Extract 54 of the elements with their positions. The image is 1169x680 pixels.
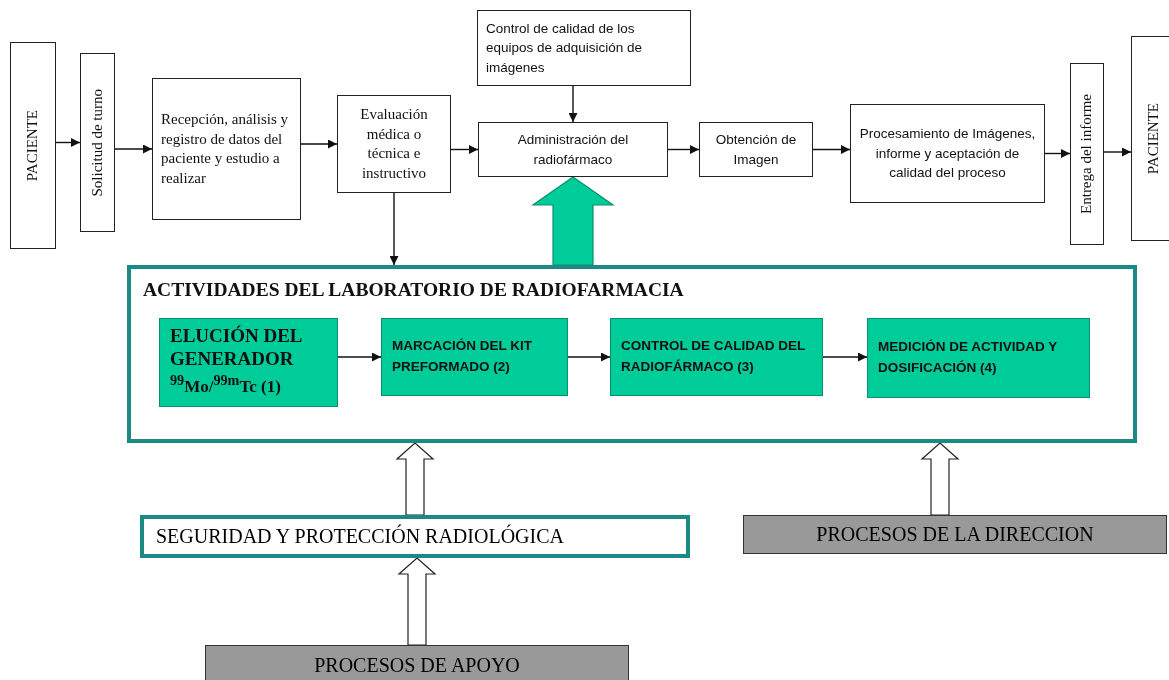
box-label: Entrega del informe [1077, 94, 1096, 214]
process-box [478, 122, 668, 177]
arrow [337, 352, 382, 362]
block-arrow [395, 442, 435, 516]
arrow [55, 138, 81, 147]
box-label: MEDICIÓN DE ACTIVIDAD Y DOSIFICACIÓN (4) [878, 338, 1059, 377]
process-box [850, 104, 1045, 203]
box-label: Administración del radiofármaco [516, 130, 630, 169]
arrow [812, 145, 851, 154]
box-label: Control de calidad de los equipos de adquisición de imágenes [486, 19, 644, 77]
block-arrow [397, 557, 437, 646]
arrow [568, 85, 578, 123]
arrow [389, 192, 399, 266]
box-label: Procesamiento de Imágenes, informe y aceptación de calidad del proceso [858, 125, 1037, 183]
arrow [567, 352, 611, 362]
patient-box [10, 42, 56, 249]
box-label: MARCACIÓN DEL KIT PREFORMADO (2) [392, 337, 533, 376]
box-label: Recepción, análisis y registro de datos del paciente y estudio a realizar [161, 110, 290, 188]
box-label: SEGURIDAD Y PROTECCIÓN RADIOLÓGICA [156, 525, 565, 548]
arrow [114, 144, 153, 154]
process-box [1070, 63, 1104, 245]
box-label: Evaluación médica o técnica e instructivo [359, 105, 429, 183]
process-box [80, 53, 115, 232]
box-label: CONTROL DE CALIDAD DEL RADIOFÁRMACO (3) [621, 337, 806, 376]
box-label: PROCESOS DE LA DIRECCION [815, 523, 1095, 546]
arrow [822, 352, 868, 362]
block-arrow [920, 442, 960, 516]
activity-box [159, 318, 338, 407]
process-box [140, 515, 690, 558]
process-box [699, 122, 813, 177]
box-label: PACIENTE [1143, 102, 1162, 175]
process-box [337, 95, 451, 193]
patient-box [1131, 36, 1169, 241]
process-box [152, 78, 301, 220]
box-label: Obtención de Imagen [714, 130, 798, 169]
activity-box [867, 318, 1090, 398]
box-label: Solicitud de turno [87, 88, 106, 197]
process-box [205, 645, 629, 680]
activity-box [381, 318, 568, 396]
arrow [1103, 147, 1132, 157]
box-label: PROCESOS DE APOYO [313, 653, 521, 677]
arrow [450, 145, 479, 154]
activity-group-box [127, 265, 1137, 443]
box-label: $^{99}$Mo/$^{99m}$Tc (1) [170, 371, 282, 398]
process-box [477, 10, 691, 86]
process-box [743, 515, 1167, 554]
arrow [1044, 149, 1071, 158]
arrow [667, 145, 700, 154]
box-label: PACIENTE [23, 109, 42, 182]
activity-box [610, 318, 823, 396]
box-label: ELUCIÓN DEL GENERADOR [170, 324, 303, 371]
arrow [300, 139, 338, 149]
block-arrow [531, 176, 615, 266]
group-heading: ACTIVIDADES DEL LABORATORIO DE RADIOFARMACIA [143, 279, 684, 301]
